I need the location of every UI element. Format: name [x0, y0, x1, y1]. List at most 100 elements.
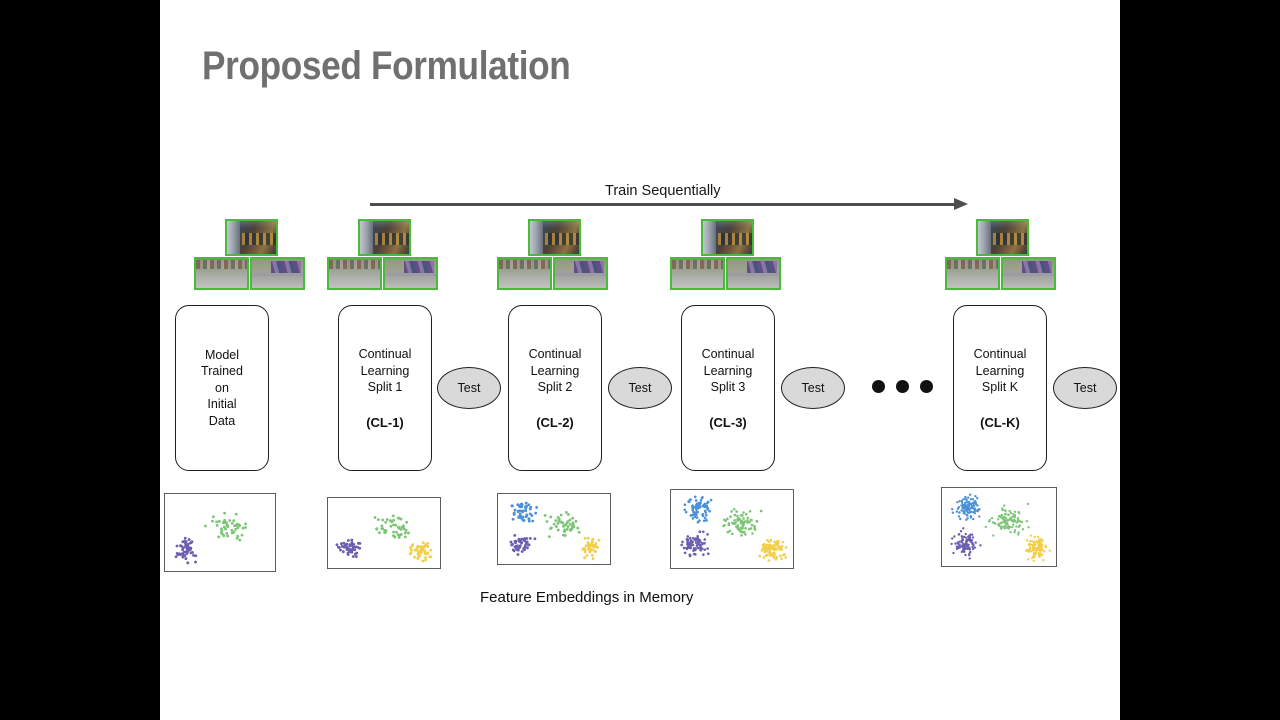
test-node-cl-3[interactable]: Test: [781, 367, 845, 409]
embedding-point: [739, 522, 743, 525]
embedding-point: [702, 503, 706, 507]
thumbnail-group-cl-3: [670, 219, 786, 291]
embedding-point: [339, 542, 343, 546]
embedding-point: [571, 516, 575, 520]
stage-box-cl-3[interactable]: Continual Learning Split 3 (CL-3): [681, 305, 775, 471]
embedding-point: [350, 538, 354, 542]
embedding-point: [728, 529, 732, 533]
embedding-point: [706, 533, 709, 536]
embedding-point: [776, 543, 779, 547]
embedding-point: [1010, 518, 1013, 521]
embedding-point: [969, 493, 972, 496]
stage-box-cl-2[interactable]: Continual Learning Split 2 (CL-2): [508, 305, 602, 471]
embedding-point: [582, 546, 586, 550]
stage-box-initial[interactable]: Model Trained on Initial Data: [175, 305, 269, 471]
embedding-point: [350, 541, 354, 545]
embedding-point: [235, 536, 239, 540]
embedding-point: [680, 543, 683, 547]
embedding-point: [535, 505, 539, 509]
embedding-point: [337, 545, 340, 549]
embedding-point: [511, 548, 515, 552]
embedding-point: [779, 554, 782, 558]
embedding-point: [1034, 551, 1037, 554]
embedding-point: [521, 509, 525, 513]
test-node-cl-2[interactable]: Test: [608, 367, 672, 409]
embedding-point: [701, 512, 705, 516]
embedding-point: [181, 548, 185, 551]
embedding-point: [694, 499, 698, 502]
embedding-point: [708, 509, 711, 513]
embedding-point: [396, 533, 400, 537]
embedding-point: [1018, 524, 1022, 527]
embedding-point: [392, 534, 395, 538]
embedding-point: [1013, 515, 1016, 519]
embedding-point: [960, 541, 963, 544]
embedding-point: [528, 536, 532, 540]
embedding-point: [586, 536, 590, 540]
stage-box-cl-1[interactable]: Continual Learning Split 1 (CL-1): [338, 305, 432, 471]
embedding-point: [971, 502, 974, 505]
embedding-point: [184, 543, 188, 547]
embedding-point: [1032, 549, 1035, 552]
embedding-point: [517, 539, 521, 543]
embedding-point: [767, 543, 771, 547]
embedding-point: [753, 527, 757, 531]
embedding-point: [743, 520, 747, 523]
embedding-point: [979, 544, 982, 547]
embedding-point: [525, 537, 529, 540]
embedding-point: [972, 504, 976, 508]
embedding-point: [1035, 540, 1038, 543]
embedding-point: [574, 519, 578, 523]
thumbnail-group-cl-k: [945, 219, 1061, 291]
test-node-cl-1[interactable]: Test: [437, 367, 501, 409]
embedding-point: [590, 553, 594, 557]
embedding-point: [516, 553, 520, 556]
embedding-point: [750, 523, 754, 527]
embedding-point: [695, 516, 699, 519]
stage-line: on: [215, 380, 229, 395]
embedding-scatter-svg: [950, 493, 1051, 563]
embedding-point: [692, 513, 696, 516]
embedding-point: [543, 514, 547, 517]
embedding-point: [692, 510, 695, 514]
embedding-point: [389, 524, 393, 528]
embedding-point: [978, 515, 981, 518]
embedding-point: [741, 526, 744, 530]
embedding-point: [699, 498, 703, 502]
embedding-point: [1027, 526, 1030, 529]
embedding-point: [513, 539, 517, 543]
embedding-point: [961, 536, 964, 540]
embedding-point: [968, 546, 971, 549]
embedding-point: [584, 544, 588, 548]
embedding-point: [533, 537, 537, 541]
embedding-point: [236, 534, 240, 538]
embedding-point: [691, 543, 695, 547]
embedding-point: [1028, 543, 1031, 546]
thumbnail-image-market-goods: [250, 257, 305, 290]
embedding-point: [965, 538, 969, 542]
embedding-point: [1036, 548, 1039, 551]
embedding-scatter-svg: [174, 511, 248, 565]
embedding-point: [761, 543, 765, 547]
embedding-point: [511, 517, 515, 521]
embedding-point: [969, 498, 973, 501]
embedding-point: [956, 541, 959, 544]
embedding-point: [991, 521, 995, 524]
embedding-point: [686, 546, 690, 549]
embedding-point: [521, 518, 525, 522]
stage-box-cl-k[interactable]: Continual Learning Split K (CL-K): [953, 305, 1047, 471]
embedding-point: [976, 497, 979, 500]
embedding-point: [774, 558, 778, 561]
embedding-point: [735, 510, 739, 513]
embedding-point: [705, 519, 708, 522]
embedding-point: [736, 524, 740, 527]
embedding-point: [1003, 504, 1006, 507]
embedding-point: [1013, 520, 1016, 523]
embedding-point: [509, 540, 513, 544]
embedding-point: [961, 501, 964, 505]
embedding-point: [698, 530, 702, 534]
embedding-point: [750, 518, 753, 522]
stage-line: Continual: [701, 347, 755, 362]
embedding-point: [969, 507, 972, 510]
test-node-cl-k[interactable]: Test: [1053, 367, 1117, 409]
